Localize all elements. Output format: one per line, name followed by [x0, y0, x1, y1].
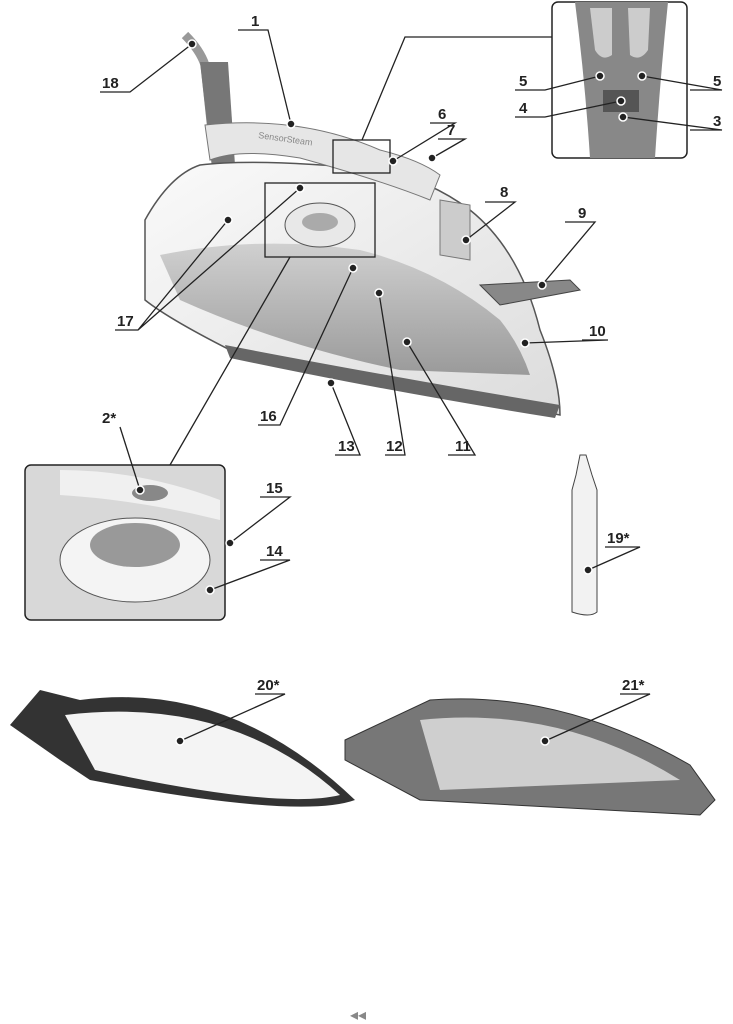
callouts [100, 29, 723, 746]
textile-protector [344, 698, 716, 816]
page-nav-back[interactable]: ◂◂ [350, 1007, 366, 1024]
label-21: 21* [622, 677, 645, 694]
connector-line [361, 36, 552, 141]
label-2: 2* [102, 410, 116, 427]
iron-illustration: SensorSteam [144, 31, 582, 466]
label-13: 13 [338, 438, 355, 455]
label-7: 7 [447, 122, 455, 139]
label-10: 10 [589, 323, 606, 340]
spray-nozzle-cover [439, 199, 471, 261]
dial-detail-inset [24, 464, 226, 621]
label-15: 15 [266, 480, 283, 497]
label-4: 4 [519, 100, 528, 117]
label-18: 18 [102, 75, 119, 92]
soleplate-shoe [10, 690, 355, 807]
label-1: 1 [251, 13, 259, 30]
controls-detail-inset [551, 1, 688, 159]
label-6: 6 [438, 106, 446, 123]
label-19: 19* [607, 530, 630, 547]
label-9: 9 [578, 205, 586, 222]
label-16: 16 [260, 408, 277, 425]
label-5-right: 5 [713, 73, 721, 90]
connector-line [169, 256, 291, 466]
water-tank [160, 243, 530, 375]
label-5-left: 5 [519, 73, 527, 90]
detail-box-dial [264, 182, 376, 258]
handle [204, 122, 441, 201]
label-3: 3 [713, 113, 721, 130]
spray-button [628, 8, 650, 58]
label-14: 14 [266, 543, 283, 560]
label-17: 17 [117, 313, 134, 330]
label-11: 11 [455, 438, 471, 455]
steam-button [590, 8, 612, 58]
dial-center [302, 213, 338, 231]
label-20: 20* [257, 677, 280, 694]
measuring-beaker [571, 454, 598, 616]
label-8: 8 [500, 184, 508, 201]
detail-box-buttons [332, 139, 391, 174]
label-12: 12 [386, 438, 403, 455]
part-number-labels: 1 18 6 7 5 5 4 3 8 9 10 11 12 13 16 17 2… [102, 13, 721, 694]
